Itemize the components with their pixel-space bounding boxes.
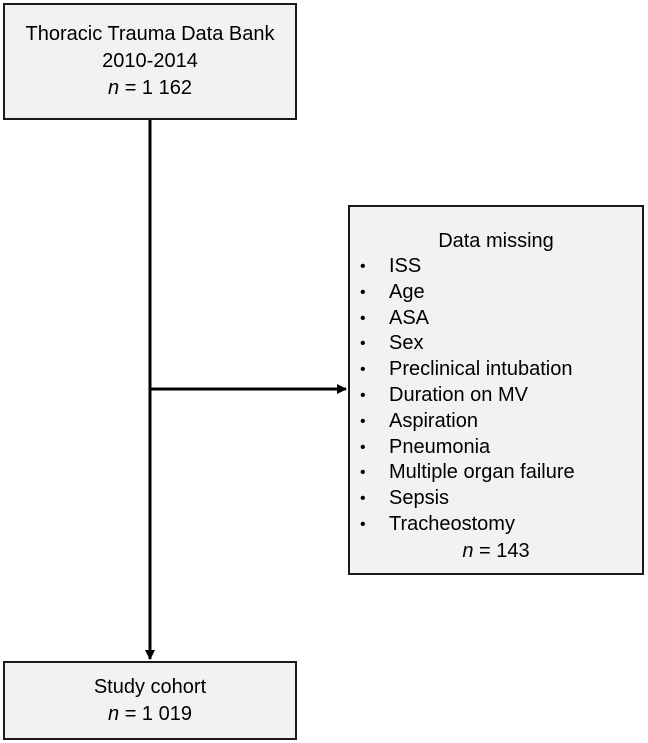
bullet-icon: • [360, 438, 366, 456]
list-item: •Sepsis [350, 486, 642, 512]
exclusion-list: •ISS •Age •ASA •Sex •Preclinical intubat… [350, 254, 642, 538]
list-item: •ASA [350, 306, 642, 332]
bullet-icon: • [360, 361, 366, 379]
exclusion-count: n = 143 [350, 539, 642, 563]
bullet-icon: • [360, 490, 366, 508]
exclusion-title: Data missing [438, 230, 554, 252]
list-item: •Tracheostomy [350, 512, 642, 538]
cohort-count: n = 1 019 [108, 701, 192, 728]
list-item: •Preclinical intubation [350, 357, 642, 383]
list-item: •Multiple organ failure [350, 460, 642, 486]
cohort-box: Study cohort n = 1 019 [3, 661, 297, 740]
list-item: •ISS [350, 254, 642, 280]
list-item: •Sex [350, 331, 642, 357]
source-box: Thoracic Trauma Data Bank 2010-2014 n = … [3, 3, 297, 120]
n-value: = 1 019 [124, 702, 192, 725]
bullet-icon: • [360, 412, 366, 430]
bullet-icon: • [360, 283, 366, 301]
exclusion-box: Data missing •ISS •Age •ASA •Sex •Precli… [348, 205, 644, 575]
list-item: •Pneumonia [350, 435, 642, 461]
n-value: = 143 [479, 540, 530, 562]
n-symbol: n [108, 77, 120, 99]
n-value: = 1 162 [124, 77, 192, 99]
list-item: •Aspiration [350, 409, 642, 435]
list-item: •Duration on MV [350, 383, 642, 409]
source-title: Thoracic Trauma Data Bank [25, 23, 275, 45]
bullet-icon: • [360, 335, 366, 353]
bullet-icon: • [360, 309, 366, 327]
bullet-icon: • [360, 386, 366, 404]
bullet-icon: • [360, 515, 366, 533]
list-item: •Age [350, 280, 642, 306]
cohort-title: Study cohort [93, 675, 207, 698]
n-symbol: n [462, 540, 474, 562]
source-years: 2010-2014 [102, 50, 198, 72]
source-count: n = 1 162 [108, 75, 192, 102]
n-symbol: n [108, 702, 120, 725]
bullet-icon: • [360, 464, 366, 482]
bullet-icon: • [360, 258, 366, 275]
